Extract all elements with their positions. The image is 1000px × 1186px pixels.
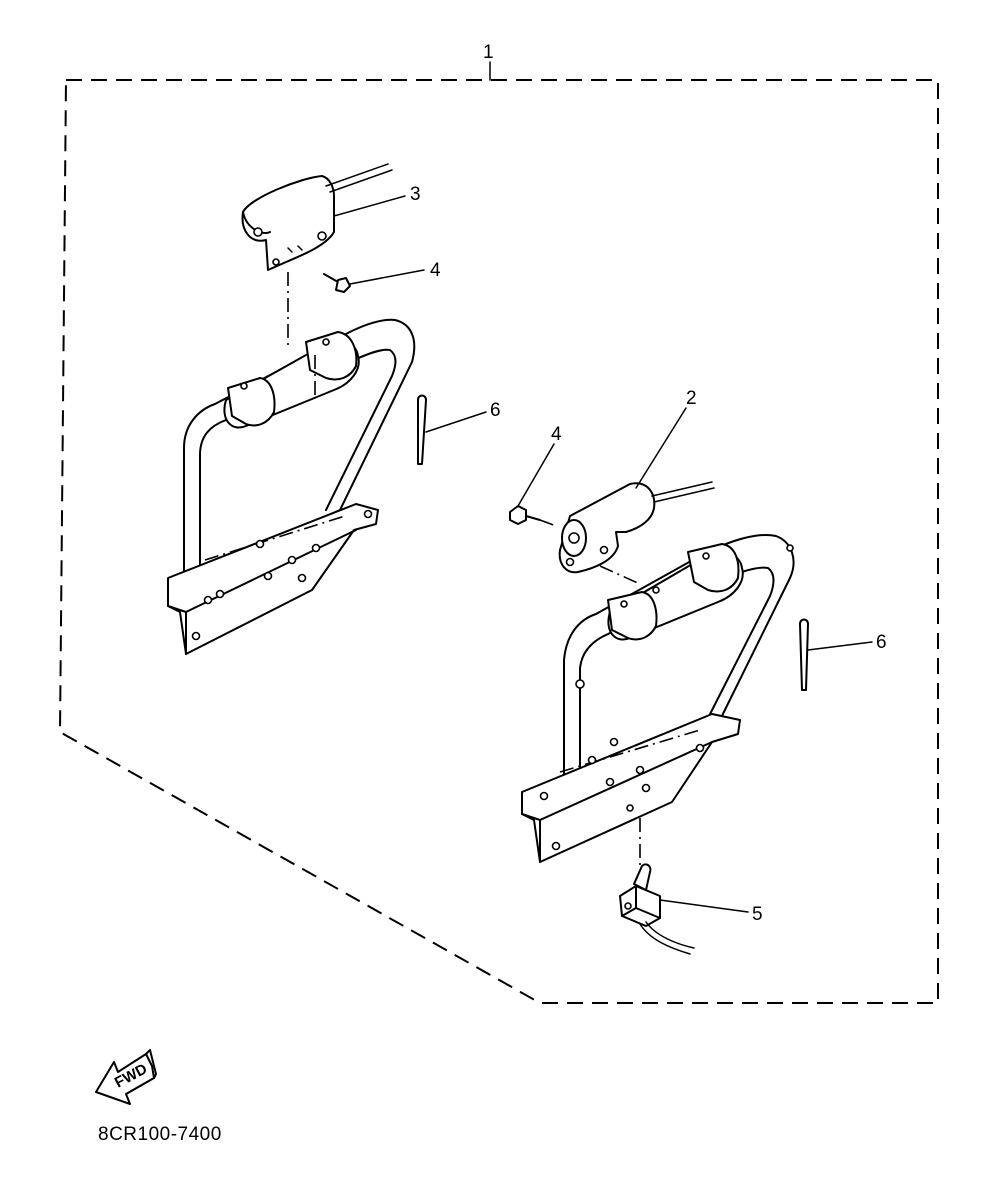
leader-5 — [659, 899, 749, 913]
callout-3: 3 — [410, 184, 421, 205]
part-5-switch — [619, 863, 695, 955]
part-4-screw-upper — [323, 273, 351, 293]
leader-6a — [425, 411, 487, 433]
right-grab-handle-assembly — [509, 481, 809, 955]
leader-3 — [333, 195, 406, 217]
callout-4-right: 4 — [551, 424, 562, 445]
left-base-plate — [167, 503, 379, 655]
part-6-pin-left — [417, 394, 427, 465]
callout-2: 2 — [686, 388, 697, 409]
right-base-plate — [521, 713, 741, 863]
left-grab-handle-assembly — [167, 163, 427, 655]
part-6-pin-right — [799, 618, 809, 691]
callout-6-left: 6 — [490, 400, 501, 421]
leader-6b — [807, 641, 873, 651]
callout-5: 5 — [752, 904, 763, 925]
part-2-cover — [558, 481, 715, 574]
part-3-cover — [241, 163, 393, 271]
right-grab-bar — [563, 534, 795, 803]
leader-2 — [635, 407, 687, 489]
forward-arrow: FWD — [95, 1049, 157, 1105]
left-grab-bar — [183, 318, 416, 585]
callout-1: 1 — [483, 42, 494, 63]
part-4-screw-right — [509, 505, 557, 527]
callout-4-upper: 4 — [430, 260, 441, 281]
leader-4a — [349, 269, 425, 285]
leader-4b — [517, 443, 555, 507]
diagram-code: 8CR100-7400 — [98, 1124, 222, 1145]
kit-boundary — [58, 79, 939, 1004]
callout-6-right: 6 — [876, 632, 887, 653]
